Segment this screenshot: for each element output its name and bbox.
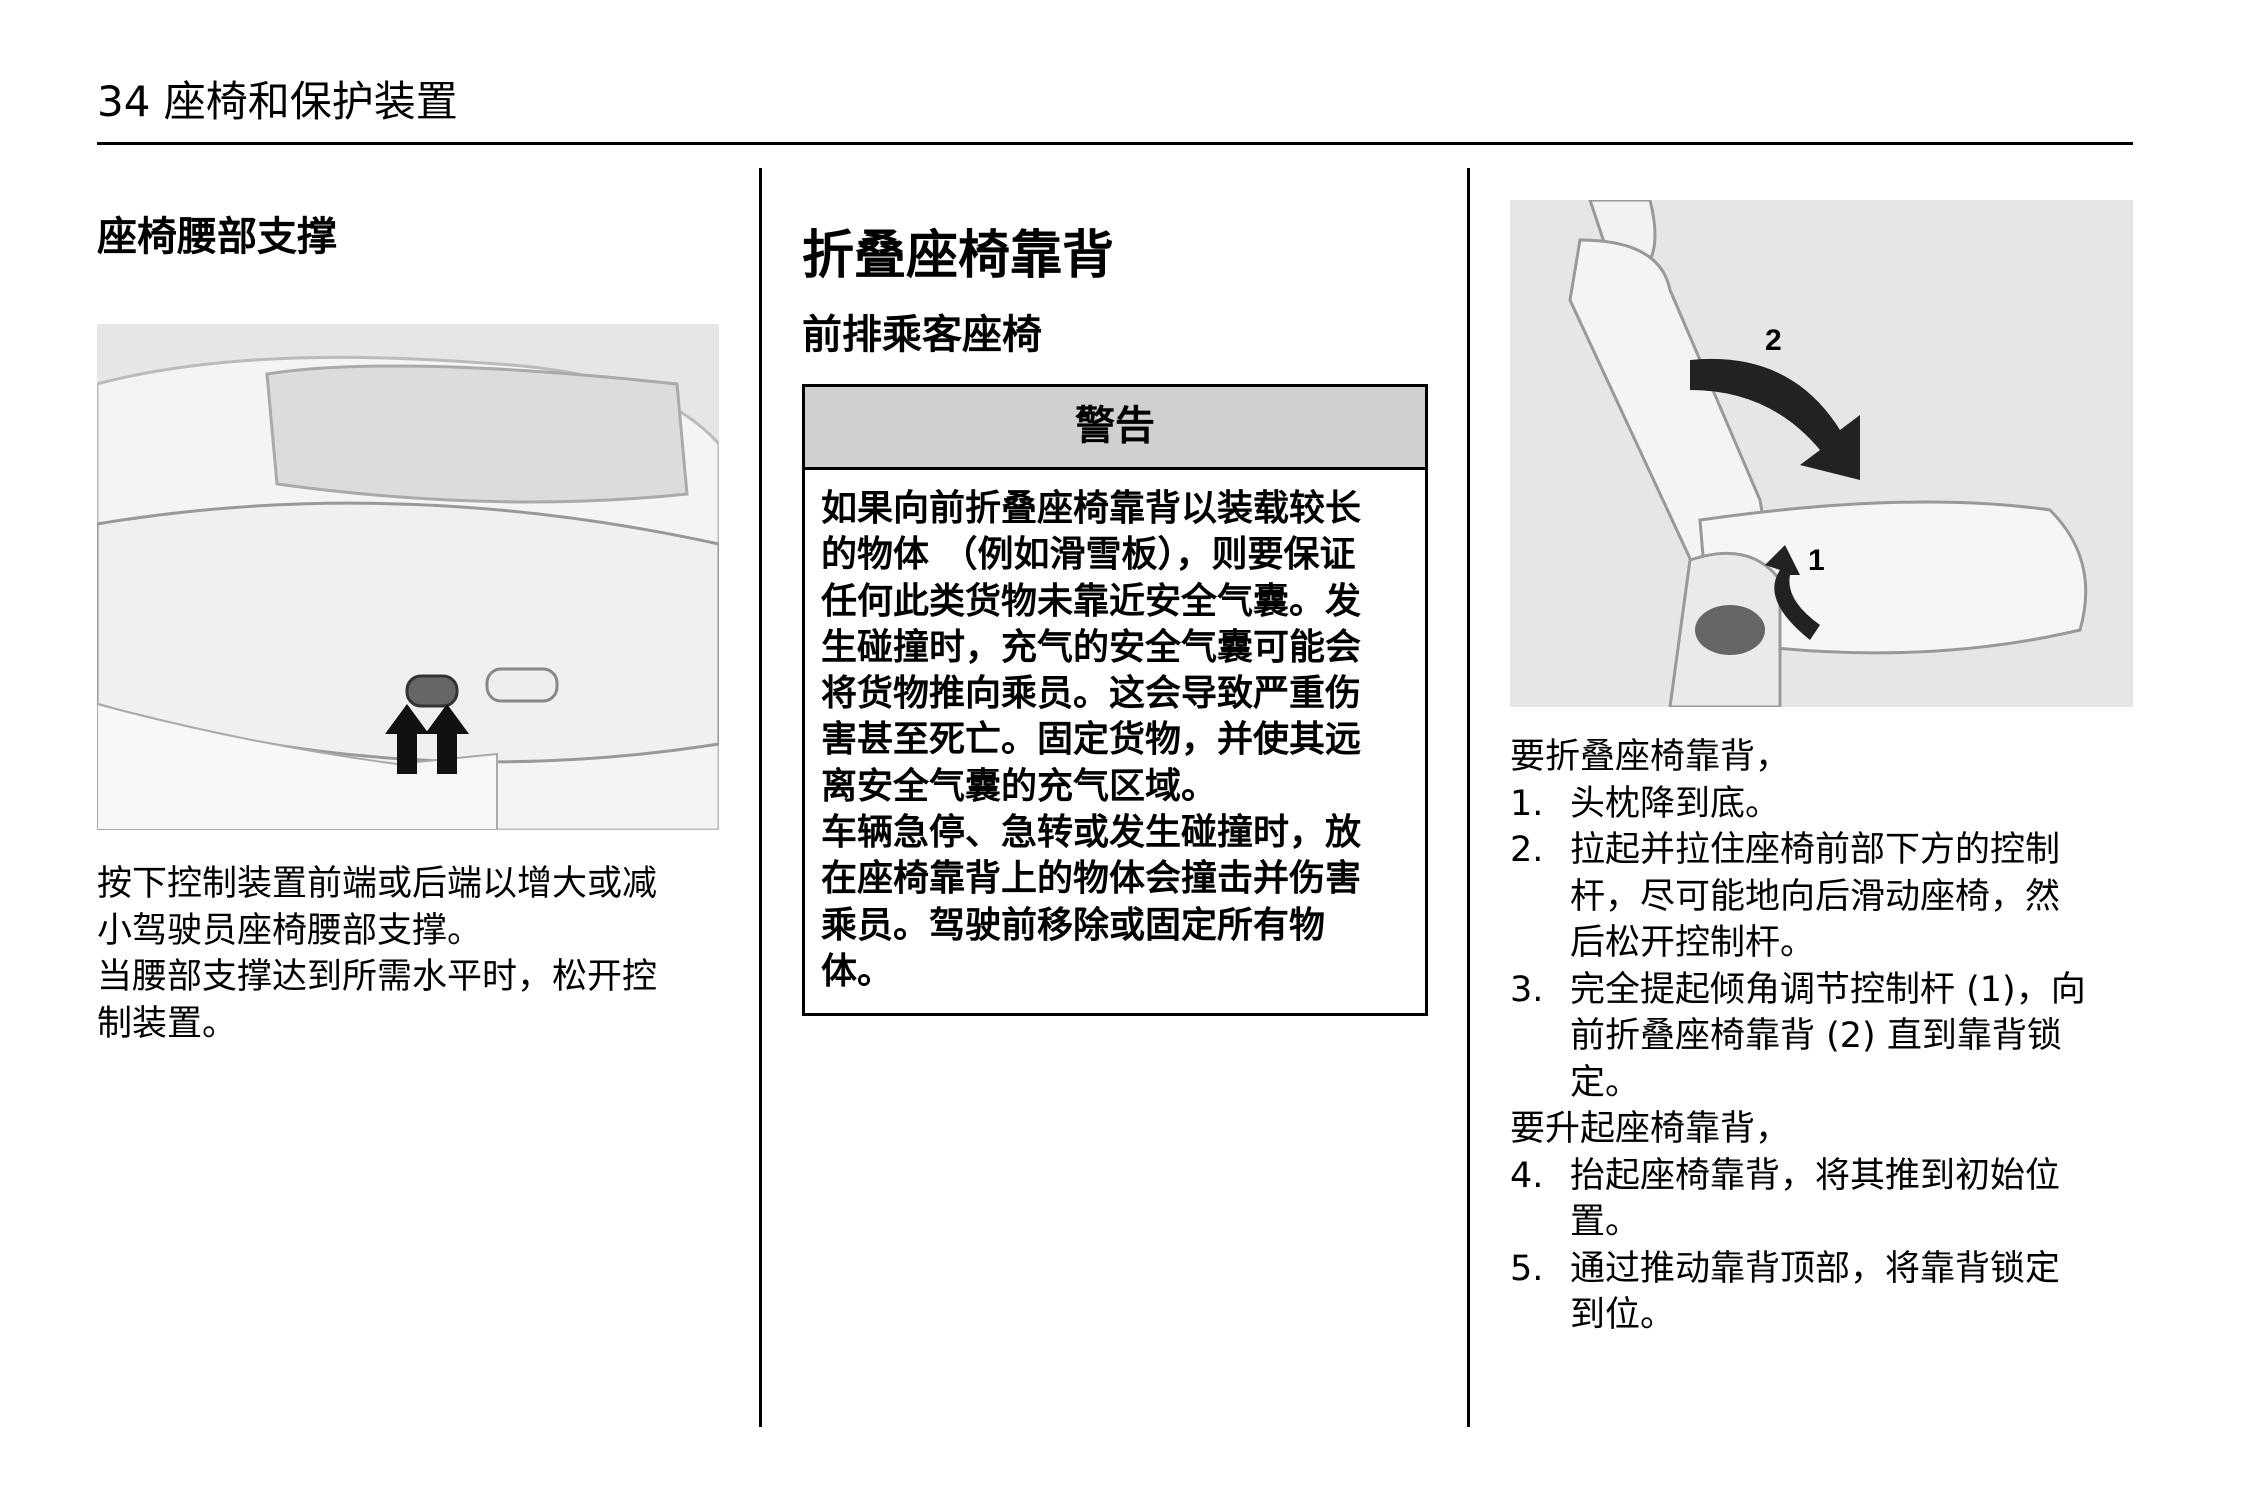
step-1: 1. 头枕降到底。	[1510, 781, 2086, 828]
lift-arrow-icon	[1765, 545, 1820, 640]
rotate-arrow-icon	[1690, 358, 1860, 480]
step-number: 5.	[1510, 1248, 1544, 1289]
warning-box: 警告 如果向前折叠座椅靠背以装载较长 的物体 （例如滑雪板），则要保证 任何此类…	[802, 384, 1428, 1016]
warning-line: 体。	[821, 950, 894, 992]
warning-text: 如果向前折叠座椅靠背以装载较长 的物体 （例如滑雪板），则要保证 任何此类货物未…	[805, 470, 1425, 995]
step-5: 5. 通过推动靠背顶部，将靠背锁定到位。	[1510, 1246, 2086, 1339]
warning-line: 任何此类货物未靠近安全气囊。发	[821, 580, 1362, 622]
warning-line: 车辆急停、急转或发生碰撞时，放	[821, 812, 1362, 854]
step-line: 杆，尽可能地向后滑动座椅，然	[1570, 876, 2061, 917]
text-line: 按下控制装置前端或后端以增大或减	[97, 864, 658, 904]
step-line: 头枕降到底。	[1570, 783, 1781, 824]
step-line: 定。	[1570, 1062, 1641, 1103]
figure-label: 2	[1765, 324, 1782, 357]
warning-line: 将货物推向乘员。这会导致严重伤	[821, 673, 1362, 715]
step-number: 4.	[1510, 1155, 1544, 1196]
step-line: 置。	[1570, 1202, 1641, 1242]
column-divider	[759, 168, 762, 1427]
step-line: 拉起并拉住座椅前部下方的控制	[1570, 830, 2061, 870]
step-number: 2.	[1510, 830, 1544, 870]
header-rule	[97, 142, 2133, 145]
intro-raise: 要升起座椅靠背，	[1510, 1109, 1791, 1149]
warning-title: 警告	[805, 387, 1425, 470]
section-title: 折叠座椅靠背	[802, 226, 1115, 286]
page-header: 34 座椅和保护装置	[97, 77, 458, 126]
step-4: 4. 抬起座椅靠背，将其推到初始位置。	[1510, 1153, 2086, 1246]
warning-line: 在座椅靠背上的物体会撞击并伤害	[821, 858, 1362, 900]
step-line: 完全提起倾角调节控制杆 (1)，向	[1570, 969, 2086, 1010]
warning-line: 离安全气囊的充气区域。	[821, 765, 1218, 807]
seat-fold-figure: 2 1	[1510, 200, 2133, 707]
warning-line: 生碰撞时，充气的安全气囊可能会	[821, 626, 1362, 668]
text-line: 小驾驶员座椅腰部支撑。	[97, 910, 483, 951]
step-number: 3.	[1510, 969, 1544, 1010]
figure-label: 1	[1808, 544, 1825, 577]
text-line: 当腰部支撑达到所需水平时，松开控	[97, 957, 658, 997]
warning-line: 的物体 （例如滑雪板），则要保证	[821, 534, 1356, 576]
step-line: 后松开控制杆。	[1570, 923, 1816, 963]
step-line: 前折叠座椅靠背 (2) 直到靠背锁	[1570, 1016, 2062, 1056]
fold-instructions: 要折叠座椅靠背， 1. 头枕降到底。 2. 拉起并拉住座椅前部下方的控制杆，尽可能地…	[1510, 734, 2086, 1339]
text-line: 制装置。	[97, 1003, 238, 1044]
section-heading-lumbar: 座椅腰部支撑	[97, 214, 337, 260]
warning-line: 害甚至死亡。固定货物，并使其远	[821, 719, 1362, 761]
subsection-heading: 前排乘客座椅	[802, 312, 1042, 358]
intro-fold: 要折叠座椅靠背，	[1510, 737, 1791, 777]
lumbar-instructions: 按下控制装置前端或后端以增大或减 小驾驶员座椅腰部支撑。 当腰部支撑达到所需水平…	[97, 861, 657, 1047]
step-2: 2. 拉起并拉住座椅前部下方的控制杆，尽可能地向后滑动座椅，然后松开控制杆。	[1510, 827, 2086, 967]
warning-line: 乘员。驾驶前移除或固定所有物	[821, 904, 1326, 946]
step-line: 抬起座椅靠背，将其推到初始位	[1570, 1155, 2061, 1196]
step-line: 通过推动靠背顶部，将靠背锁定	[1570, 1248, 2061, 1289]
step-3: 3. 完全提起倾角调节控制杆 (1)，向前折叠座椅靠背 (2) 直到靠背锁定。	[1510, 967, 2086, 1107]
warning-line: 如果向前折叠座椅靠背以装载较长	[821, 488, 1362, 529]
lumbar-control-figure	[97, 324, 719, 830]
column-divider	[1467, 168, 1470, 1427]
step-number: 1.	[1510, 783, 1544, 824]
step-line: 到位。	[1570, 1295, 1676, 1335]
up-arrow-icon	[385, 704, 469, 774]
